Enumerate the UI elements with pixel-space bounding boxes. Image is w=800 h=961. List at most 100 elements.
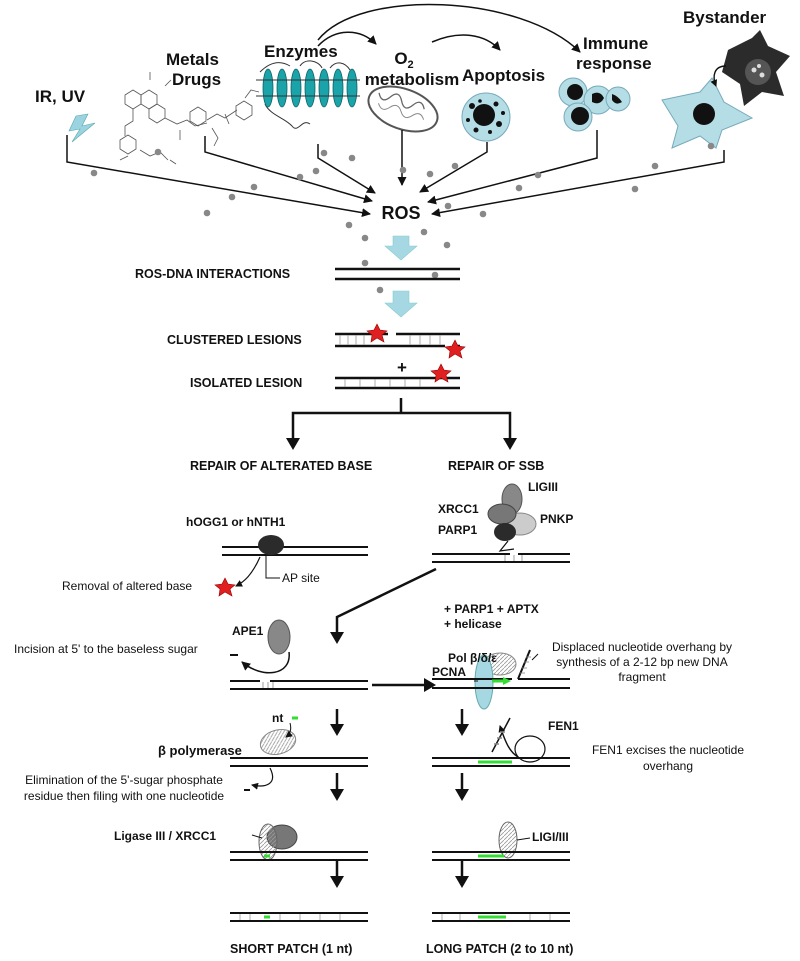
ligase-pointer	[251, 834, 263, 839]
ap-site-pointer	[265, 556, 280, 579]
pol-label: Pol β/δ/ε	[448, 651, 497, 665]
beta-polymerase-protein	[259, 729, 297, 755]
displaced-line-2: synthesis of a 2-12 bp new DNA	[556, 655, 728, 669]
ros-dna-interactions-label: ROS-DNA INTERACTIONS	[135, 267, 291, 281]
block-arrow	[384, 235, 418, 318]
beta-polymerase-label: β polymerase	[158, 743, 242, 758]
ligi-iii-label: LIGI/III	[532, 830, 569, 844]
repair-altered-base-label: REPAIR OF ALTERATED BASE	[190, 459, 373, 473]
parp1-link	[498, 540, 515, 552]
incision-to-pol-arrowhead	[424, 678, 436, 692]
o2-letter: O	[394, 49, 407, 68]
o2-to-apoptosis-arrow	[431, 34, 501, 51]
drugs-label: Drugs	[172, 70, 222, 89]
o2-subscript: 2	[408, 59, 414, 71]
displaced-pointer	[531, 653, 539, 661]
removal-label: Removal of altered base	[62, 579, 193, 593]
ligase-label: Ligase III / XRCC1	[114, 829, 217, 843]
ros-label: ROS	[381, 203, 420, 223]
right-down-arrows	[455, 709, 469, 888]
pnkp-label: PNKP	[540, 512, 574, 526]
displaced-line-3: fragment	[618, 670, 666, 684]
incision-arrow	[241, 651, 290, 674]
xrcc1-label: XRCC1	[438, 502, 479, 516]
response-label: response	[576, 54, 652, 73]
fen1-desc-line-2: overhang	[642, 759, 694, 773]
mitochondrion-icon	[367, 85, 439, 133]
bystander-label: Bystander	[683, 8, 767, 27]
elimination-arrow	[251, 767, 274, 790]
metals-label: Metals	[166, 50, 219, 69]
long-patch-label: LONG PATCH (2 to 10 nt)	[426, 942, 574, 956]
ap-site-label: AP site	[282, 571, 320, 585]
left-down-arrows	[330, 709, 344, 888]
excised-overhang	[491, 717, 511, 753]
dna-isolated-lesion	[335, 376, 460, 390]
dna-step-fen1	[432, 757, 570, 767]
metabolism-label: metabolism	[365, 70, 459, 89]
nt-label: nt	[272, 711, 283, 725]
cofactors-line-1: + PARP1 + APTX	[444, 602, 539, 616]
fen1-arrow	[498, 725, 519, 758]
dna-step-glycosylase	[222, 546, 368, 556]
dna-short-patch	[230, 912, 368, 922]
immune-cells-icon	[558, 77, 631, 132]
split-arrows	[286, 398, 517, 450]
enzymes-to-o2-arrow	[317, 31, 377, 47]
glycosylase-protein	[258, 535, 284, 555]
clustered-lesions-label: CLUSTERED LESIONS	[167, 333, 302, 347]
ligiii-label: LIGIII	[528, 480, 558, 494]
dna-step-polymerase	[230, 757, 368, 767]
lesion-star	[366, 323, 388, 343]
incision-label: Incision at 5' to the baseless sugar	[14, 642, 198, 656]
immune-label: Immune	[583, 34, 649, 53]
dna-step-ligation	[230, 851, 368, 861]
plus-sign: +	[397, 358, 407, 377]
isolated-lesion-label: ISOLATED LESION	[190, 376, 303, 390]
enzymes-label: Enzymes	[264, 42, 338, 61]
dna-step-ssb	[432, 553, 570, 563]
glycosylase-label: hOGG1 or hNTH1	[186, 515, 286, 529]
apoptotic-cell-icon	[461, 92, 511, 142]
lesion-star	[430, 363, 452, 383]
xrcc1-protein	[487, 503, 517, 525]
dna-duplex	[335, 267, 460, 281]
dna-long-patch	[432, 912, 570, 922]
source-to-ros-arrows	[66, 130, 725, 218]
lightning-icon	[68, 113, 96, 143]
dna-step-incision	[230, 680, 368, 690]
fen1-label: FEN1	[548, 719, 579, 733]
dna-step-ligation-long	[432, 851, 570, 861]
parp1-label: PARP1	[438, 523, 478, 537]
ape1-label: APE1	[232, 624, 264, 638]
repair-ssb-label: REPAIR OF SSB	[448, 459, 545, 473]
nt-arrow	[285, 722, 293, 738]
membrane-protein-icon	[256, 60, 360, 129]
chemical-structure-icon	[119, 72, 260, 165]
cofactors-line-2: + helicase	[444, 617, 502, 631]
ape1-protein	[267, 619, 291, 655]
ligi-iii-pointer	[516, 837, 531, 841]
ros-dots	[90, 142, 715, 294]
dna-step-synthesis	[432, 649, 570, 689]
removal-arrow	[235, 556, 261, 587]
lesion-star	[444, 339, 466, 359]
dna-clustered-lesions	[335, 332, 460, 348]
elimination-line-1: Elimination of the 5'-sugar phosphate	[25, 773, 223, 787]
bystander-cells-icon	[661, 30, 790, 149]
fen1-desc-line-1: FEN1 excises the nucleotide	[591, 743, 745, 757]
fen1-protein	[514, 735, 546, 763]
ir-uv-label: IR, UV	[35, 87, 86, 106]
apoptosis-label: Apoptosis	[462, 66, 546, 85]
ssb-to-ape1-arrow	[335, 567, 437, 636]
enzymes-to-immune-arrow	[317, 3, 581, 53]
ssb-to-ape1-arrowhead	[330, 632, 344, 644]
o2-metabolism-title: O2	[394, 49, 413, 71]
parp1-protein	[494, 523, 516, 541]
short-patch-label: SHORT PATCH (1 nt)	[230, 942, 353, 956]
displaced-line-1: Displaced nucleotide overhang by	[551, 640, 733, 654]
pcna-label: PCNA	[432, 665, 467, 679]
elimination-line-2: residue then filing with one nucleotide	[23, 789, 225, 803]
lesion-star	[214, 577, 236, 597]
